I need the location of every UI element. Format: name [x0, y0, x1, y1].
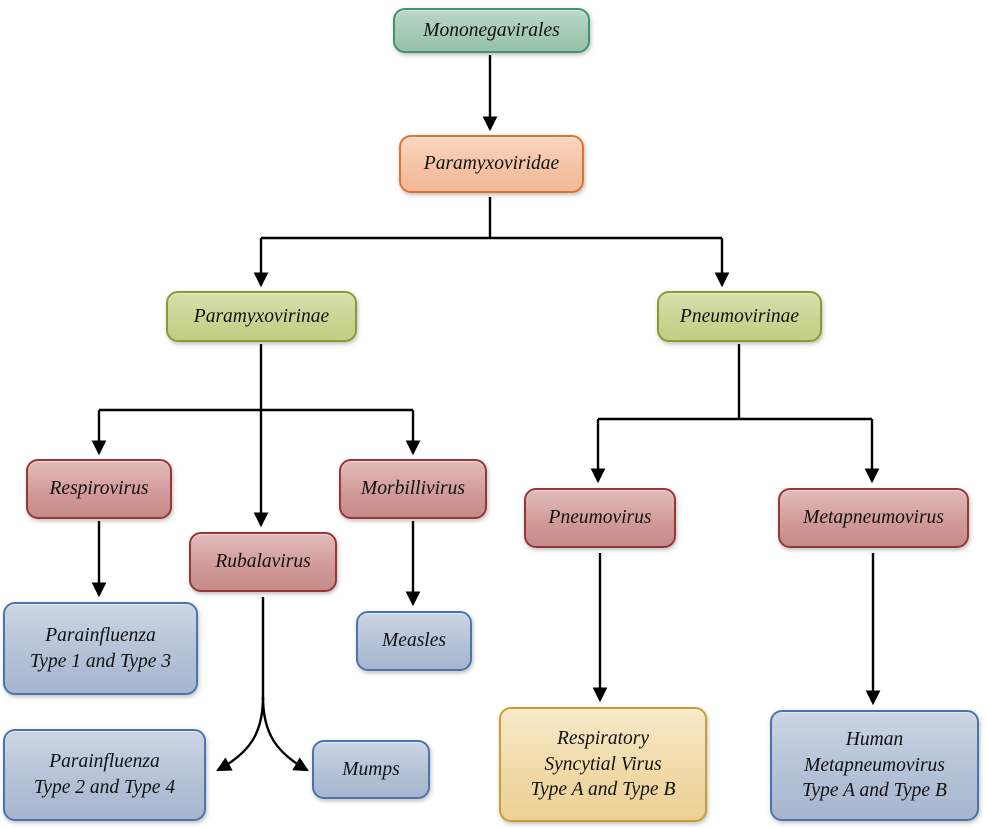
node-parainfluenza-2-4: Parainfluenza Type 2 and Type 4 — [3, 729, 206, 821]
node-pneumovirinae: Pneumovirinae — [657, 291, 822, 342]
node-label: Mumps — [342, 758, 400, 780]
node-label: Morbillivirus — [360, 478, 465, 500]
node-measles: Measles — [356, 611, 472, 671]
node-paramyxoviridae: Paramyxoviridae — [399, 135, 584, 193]
edge-paramyxoviridae-rail — [261, 197, 722, 240]
node-label: Respiratory Syncytial Virus Type A and T… — [530, 727, 676, 801]
node-parainfluenza-1-3: Parainfluenza Type 1 and Type 3 — [3, 602, 198, 695]
node-label: Parainfluenza Type 1 and Type 3 — [29, 624, 172, 672]
edge-pneumovirinae-rail — [598, 344, 872, 421]
node-metapneumovirus: Metapneumovirus — [778, 488, 969, 548]
node-label: Pneumovirinae — [679, 305, 800, 327]
node-label: Pneumovirus — [548, 507, 652, 529]
node-morbillivirus: Morbillivirus — [339, 459, 487, 519]
node-mumps: Mumps — [312, 740, 430, 799]
node-label: Metapneumovirus — [803, 507, 944, 529]
node-mononegavirales: Mononegavirales — [393, 8, 590, 53]
node-pneumovirus: Pneumovirus — [524, 488, 676, 548]
node-label: Rubalavirus — [215, 551, 311, 573]
node-respiratory-syncytial-virus: Respiratory Syncytial Virus Type A and T… — [499, 707, 707, 822]
node-human-metapneumovirus: Human Metapneumovirus Type A and Type B — [770, 710, 979, 821]
node-label: Paramyxovirinae — [193, 305, 330, 327]
node-label: Paramyxoviridae — [423, 153, 560, 175]
node-label: Human Metapneumovirus Type A and Type B — [802, 728, 947, 802]
node-rubalavirus: Rubalavirus — [189, 532, 337, 592]
node-label: Mononegavirales — [423, 19, 560, 41]
node-paramyxovirinae: Paramyxovirinae — [166, 291, 357, 342]
node-label: Parainfluenza Type 2 and Type 4 — [33, 751, 176, 798]
node-label: Respirovirus — [49, 478, 149, 500]
node-respirovirus: Respirovirus — [26, 459, 172, 519]
edge-rubalavirus-parainfluenza24 — [216, 696, 265, 772]
node-label: Measles — [382, 630, 446, 652]
edge-rubalavirus-mumps — [261, 696, 309, 772]
